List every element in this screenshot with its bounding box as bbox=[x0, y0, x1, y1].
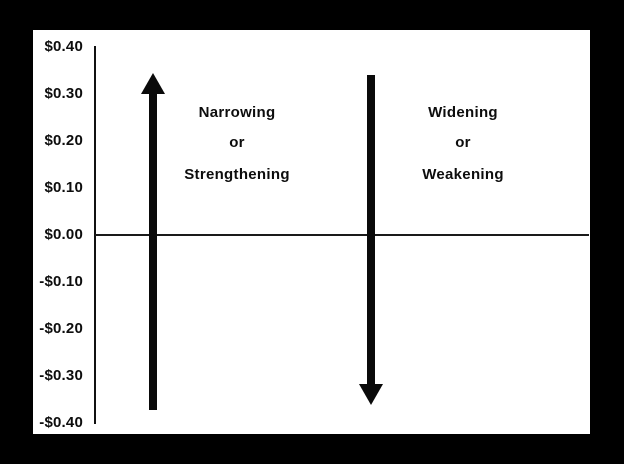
narrowing-label-line3: Strengthening bbox=[184, 166, 290, 183]
widening-label-line1: Widening bbox=[428, 104, 498, 121]
widening-label-line2: or bbox=[455, 134, 471, 151]
chart-panel: $0.40 $0.30 $0.20 $0.10 $0.00 -$0.10 -$0… bbox=[33, 30, 590, 434]
narrowing-label-line2: or bbox=[229, 134, 245, 151]
y-tick-label: $0.10 bbox=[44, 179, 83, 196]
down-arrow-shaft bbox=[367, 75, 375, 385]
y-tick-label: $0.00 bbox=[44, 226, 83, 243]
down-arrow-head bbox=[359, 384, 383, 405]
up-arrow-shaft bbox=[149, 92, 157, 410]
zero-line bbox=[95, 234, 589, 236]
y-tick-label: -$0.20 bbox=[39, 320, 83, 337]
y-tick-label: $0.20 bbox=[44, 132, 83, 149]
y-tick-label: -$0.10 bbox=[39, 273, 83, 290]
y-tick-label: $0.30 bbox=[44, 85, 83, 102]
widening-label-line3: Weakening bbox=[422, 166, 504, 183]
narrowing-label-line1: Narrowing bbox=[198, 104, 276, 121]
y-tick-label: -$0.40 bbox=[39, 414, 83, 431]
y-tick-label: $0.40 bbox=[44, 38, 83, 55]
y-tick-label: -$0.30 bbox=[39, 367, 83, 384]
up-arrow-head bbox=[141, 73, 165, 94]
